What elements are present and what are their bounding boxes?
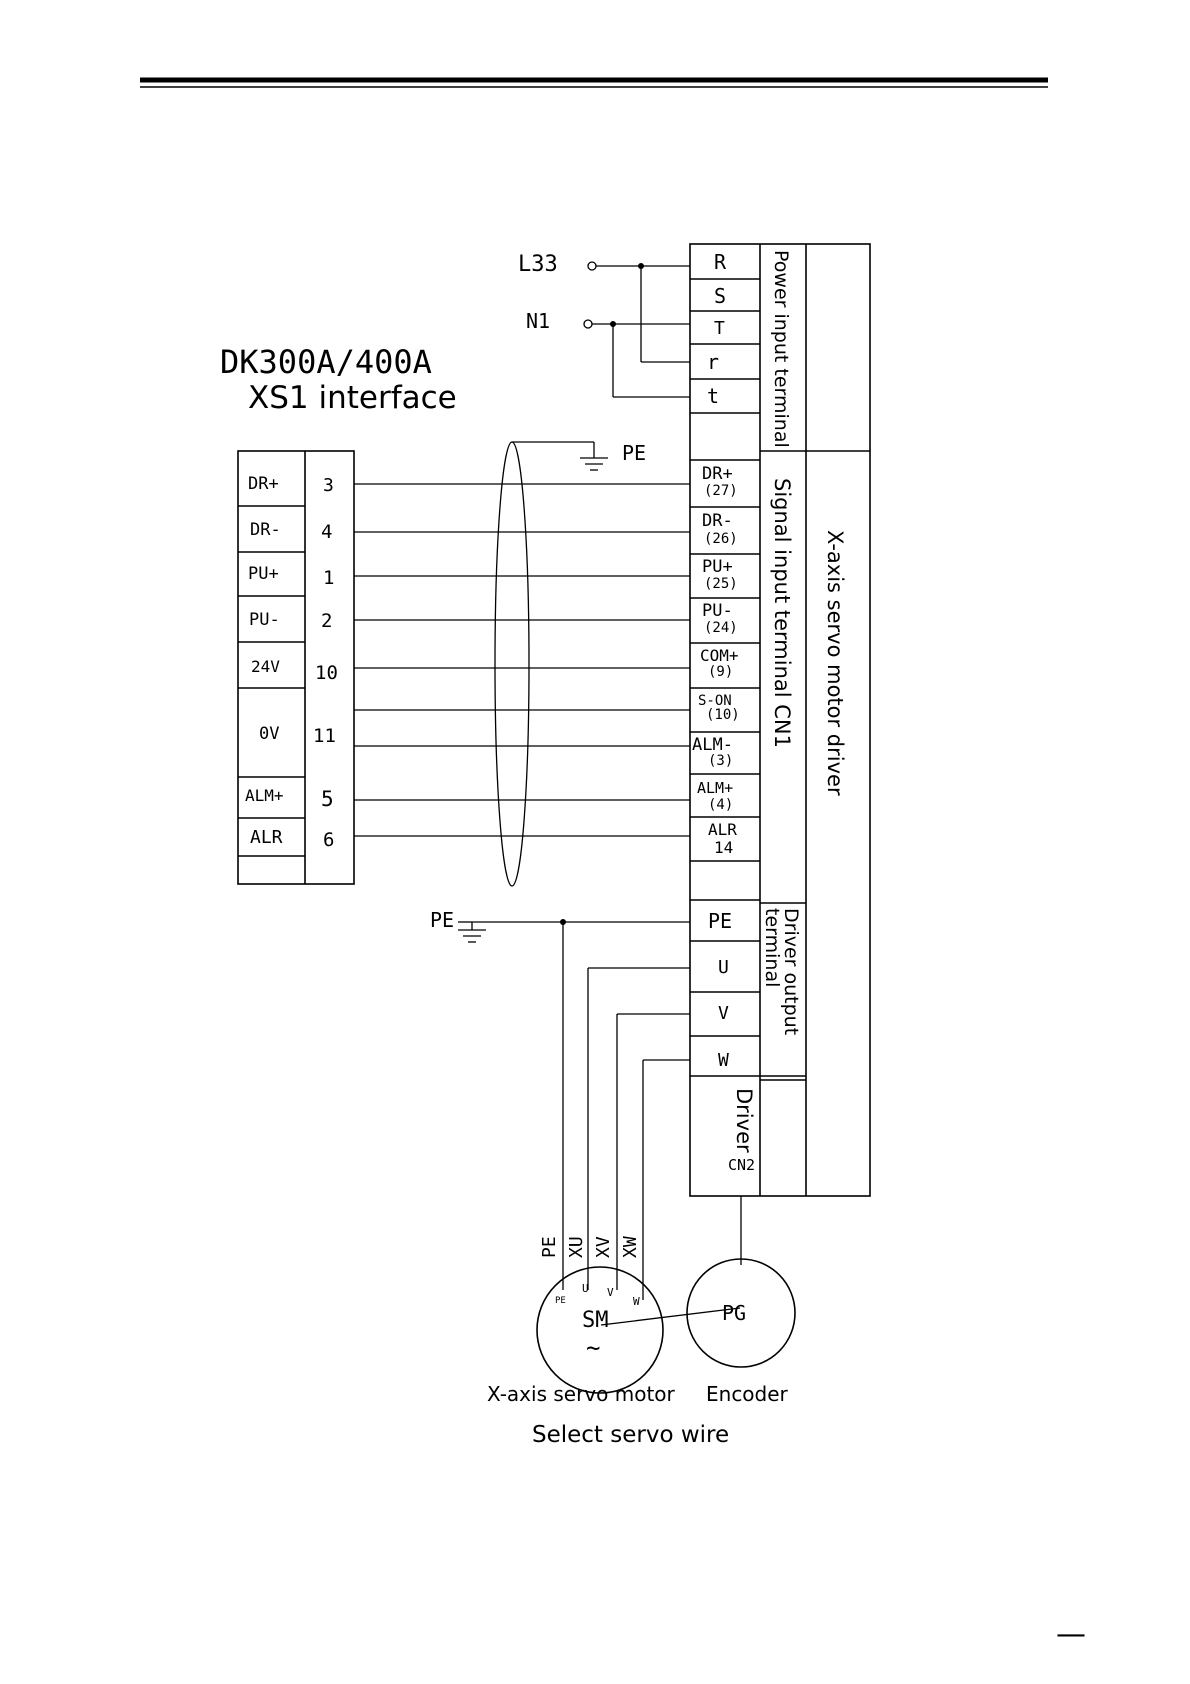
driver-cn2-sub-label: CN2 [728,1156,755,1174]
wire-label-pe: PE [539,1236,560,1258]
driver-sig-pu-minus: PU- [702,601,733,621]
driver-sig-s-on-pin: (10) [706,707,740,723]
driver-sig-pu-minus-pin: (24) [704,620,738,636]
xs1-pin-11: 11 [313,725,336,747]
driver-out-w: W [718,1050,729,1071]
encoder-symbol [686,1258,796,1368]
encoder-pg-label: PG [722,1301,746,1325]
xs1-name-dr-plus: DR+ [248,474,279,494]
signal-wires [354,483,690,837]
motor-wires [472,919,742,1300]
page-number-mark: — [1056,1617,1086,1652]
wire-label-xu: XU [566,1236,587,1258]
servo-driver-box [689,243,871,1197]
shield-pe-label: PE [622,441,646,465]
supply-wiring: L33 N1 [518,252,690,398]
driver-terminal-t-lower: t [707,384,719,408]
xs1-pin-6: 6 [323,829,334,851]
driver-output-label-line1: Driver output [780,908,802,1035]
diagram-title-model: DK300A/400A [220,343,432,381]
shield-ground-icon [580,457,608,471]
driver-sig-com-plus: COM+ [700,646,739,665]
driver-sig-alm-minus-pin: (3) [708,753,733,769]
wire-label-xv: XV [593,1236,614,1258]
xs1-connector: DR+ DR- PU+ PU- 24V 0V ALM+ ALR 3 4 1 2 … [237,450,355,885]
driver-terminal-s: S [714,284,726,308]
driver-sig-alm-plus-pin: (4) [708,797,733,813]
driver-sig-alr: ALR [708,820,737,839]
xs1-name-0v: 0V [259,724,279,744]
driver-sig-pu-plus: PU+ [702,557,733,577]
driver-sig-pu-plus-pin: (25) [704,576,738,592]
diagram-title-interface: XS1 interface [248,380,457,416]
driver-terminal-r-upper: R [714,250,727,274]
xs1-pin-2: 2 [321,610,332,632]
motor-sm-label: SM [582,1308,609,1333]
motor-terminal-u: U [582,1282,589,1295]
driver-pe-label: PE [430,908,454,932]
driver-terminal-t-upper: T [714,318,725,339]
supply-l33-label: L33 [518,252,558,277]
supply-n1-label: N1 [526,309,550,333]
servo-motor-symbol [536,1266,741,1394]
xs1-name-alr: ALR [250,827,283,848]
xs1-pin-10: 10 [315,662,338,684]
xs1-name-24v: 24V [251,657,280,676]
driver-out-pe: PE [708,909,732,933]
xs1-name-pu-minus: PU- [249,610,280,630]
motor-caption: X-axis servo motor [487,1382,676,1406]
xs1-name-alm-plus: ALM+ [245,786,284,805]
driver-output-label-line2: terminal [761,908,783,987]
motor-terminal-w: W [633,1295,640,1308]
driver-sig-alm-minus: ALM- [692,735,733,755]
motor-ac-icon: ~ [586,1334,600,1362]
signal-input-terminal-label: Signal input terminal CN1 [770,478,794,748]
servo-driver-label: X-axis servo motor driver [823,530,847,796]
xs1-pin-4: 4 [321,521,332,543]
power-input-terminal-label: Power input terminal [770,250,792,448]
motor-terminal-pe: PE [555,1296,566,1306]
wire-label-xw: XW [620,1236,641,1258]
driver-out-u: U [718,957,729,978]
driver-sig-s-on: S-ON [698,693,732,709]
xs1-pin-1: 1 [323,567,334,589]
driver-signal-labels: DR+ (27) DR- (26) PU+ (25) PU- (24) COM+… [692,464,740,857]
driver-terminal-r-lower: r [707,350,719,374]
driver-cn2-label: Driver [732,1088,756,1153]
xs1-name-dr-minus: DR- [250,520,281,540]
header-rule [140,77,1048,88]
driver-sig-dr-minus: DR- [702,511,733,531]
driver-sig-alr-pin: 14 [714,838,733,857]
driver-out-v: V [718,1003,729,1024]
driver-sig-alm-plus: ALM+ [697,779,733,797]
xs1-pin-3: 3 [323,475,334,496]
driver-sig-com-plus-pin: (9) [708,664,733,680]
driver-sig-dr-plus: DR+ [702,464,733,484]
driver-ground-icon [458,921,486,943]
xs1-name-pu-plus: PU+ [248,564,279,584]
diagram-caption: Select servo wire [532,1422,729,1448]
xs1-pin-5: 5 [321,787,334,811]
cable-shield [494,441,595,887]
motor-terminal-v: V [607,1286,614,1299]
encoder-caption: Encoder [706,1382,789,1406]
driver-sig-dr-plus-pin: (27) [704,483,738,499]
driver-sig-dr-minus-pin: (26) [704,531,738,547]
